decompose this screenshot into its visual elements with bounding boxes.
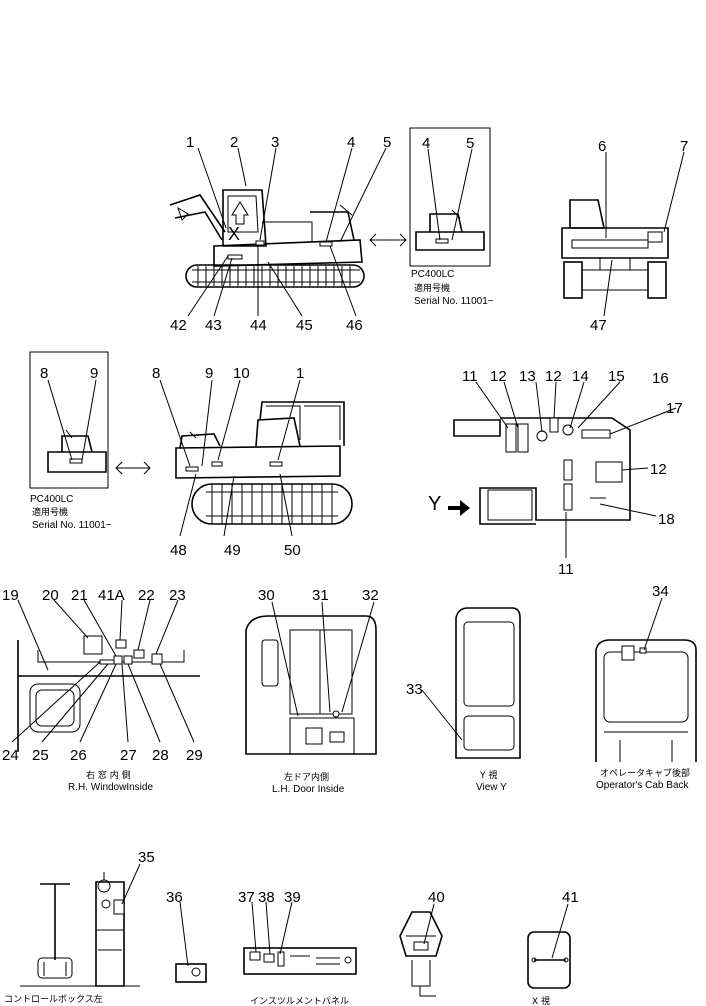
caption-jp-view-y: Y 視	[479, 769, 497, 781]
caption-jp-instrument-panel: インスツルメントパネル	[250, 996, 349, 1006]
caption-serial-mid: Serial No. 11001~	[32, 520, 112, 531]
callout-31: 31	[312, 587, 329, 604]
excavator-right-view	[175, 401, 353, 525]
callout-50: 50	[284, 542, 301, 559]
callout-29: 29	[186, 747, 203, 764]
callout-1-b: 1	[296, 365, 304, 382]
callout-5-a: 5	[383, 134, 391, 151]
caption-jp-lh-door: 左ドア内側	[284, 771, 329, 783]
caption-cab-back: Operator's Cab Back	[596, 780, 690, 791]
callout-12-a: 12	[490, 368, 507, 385]
caption-serial-top: Serial No. 11001~	[414, 296, 494, 307]
callout-32: 32	[362, 587, 379, 604]
callout-33: 33	[406, 681, 423, 698]
callout-14: 14	[572, 368, 589, 385]
callout-42: 42	[170, 317, 187, 334]
callout-38: 38	[258, 889, 275, 906]
callout-41: 41	[562, 889, 579, 906]
callout-6: 6	[598, 138, 606, 155]
caption-jp-cab-back: オペレータキャブ後部	[600, 767, 690, 779]
callout-12-c: 12	[650, 461, 667, 478]
rh-window-inside-view	[17, 635, 200, 752]
callout-7: 7	[680, 138, 688, 155]
callout-48: 48	[170, 542, 187, 559]
caption-jp-view-x: X 視	[532, 995, 550, 1006]
callout-8-b: 8	[152, 365, 160, 382]
callout-28: 28	[152, 747, 169, 764]
caption-jp-rh-window: 右 窓 内 側	[86, 769, 131, 781]
callout-47: 47	[590, 317, 607, 334]
callout-16: 16	[652, 370, 669, 387]
control-box-view	[20, 872, 140, 987]
callout-11-a: 11	[462, 368, 478, 385]
callout-12-b: 12	[545, 368, 562, 385]
callout-45: 45	[296, 317, 313, 334]
callout-11-b: 11	[558, 561, 574, 578]
callout-9-b: 9	[205, 365, 213, 382]
callout-40: 40	[428, 889, 445, 906]
callout-24: 24	[2, 747, 19, 764]
callout-13: 13	[519, 368, 536, 385]
callout-22: 22	[138, 587, 155, 604]
caption-jp-applicable-mid: 適用号機	[32, 506, 68, 518]
view-x-detail	[527, 931, 571, 989]
callout-5-b: 5	[466, 135, 474, 152]
view-y-door	[455, 607, 521, 759]
operator-cab-back-view	[595, 639, 697, 762]
callout-15: 15	[608, 368, 625, 385]
caption-pc400lc-top: PC400LC	[411, 269, 454, 280]
caption-pc400lc-mid: PC400LC	[30, 494, 73, 505]
callout-44: 44	[250, 317, 267, 334]
callout-20: 20	[42, 587, 59, 604]
callout-19: 19	[2, 587, 19, 604]
callout-34: 34	[652, 583, 669, 600]
callout-3: 3	[271, 134, 279, 151]
callout-9-a: 9	[90, 365, 98, 382]
callout-25: 25	[32, 747, 49, 764]
callout-4-b: 4	[422, 135, 430, 152]
callout-46: 46	[346, 317, 363, 334]
callout-10: 10	[233, 365, 250, 382]
inset-box-mid	[29, 351, 109, 489]
callout-36: 36	[166, 889, 183, 906]
excavator-left-view	[169, 189, 365, 288]
part-40-view	[399, 911, 443, 997]
callout-35: 35	[138, 849, 155, 866]
instrument-panel-view	[175, 947, 357, 983]
callout-18: 18	[658, 511, 675, 528]
inset-box-top	[409, 127, 491, 267]
callout-1-a: 1	[186, 134, 194, 151]
callout-49: 49	[224, 542, 241, 559]
view-y-arrow-icon	[448, 500, 470, 516]
callout-43: 43	[205, 317, 222, 334]
callout-30: 30	[258, 587, 275, 604]
caption-jp-applicable-top: 適用号機	[414, 282, 450, 294]
callout-17: 17	[666, 400, 683, 417]
excavator-rear-view	[561, 199, 669, 299]
callout-41a: 41A	[98, 587, 125, 604]
callout-8-a: 8	[40, 365, 48, 382]
callout-4-a: 4	[347, 134, 355, 151]
callout-23: 23	[169, 587, 186, 604]
callout-27: 27	[120, 747, 137, 764]
view-y-mark: Y	[428, 493, 441, 515]
lh-door-inside-view	[245, 615, 377, 755]
callout-39: 39	[284, 889, 301, 906]
caption-jp-control-box: コントロールボックス左	[4, 993, 103, 1005]
caption-view-y: View Y	[476, 782, 507, 793]
machine-top-view	[453, 417, 631, 525]
callout-26: 26	[70, 747, 87, 764]
caption-rh-window: R.H. WindowInside	[68, 782, 153, 793]
callout-37: 37	[238, 889, 255, 906]
caption-lh-door: L.H. Door Inside	[272, 784, 345, 795]
view-x-mark: X	[228, 224, 240, 244]
callout-21: 21	[71, 587, 88, 604]
callout-2: 2	[230, 134, 238, 151]
